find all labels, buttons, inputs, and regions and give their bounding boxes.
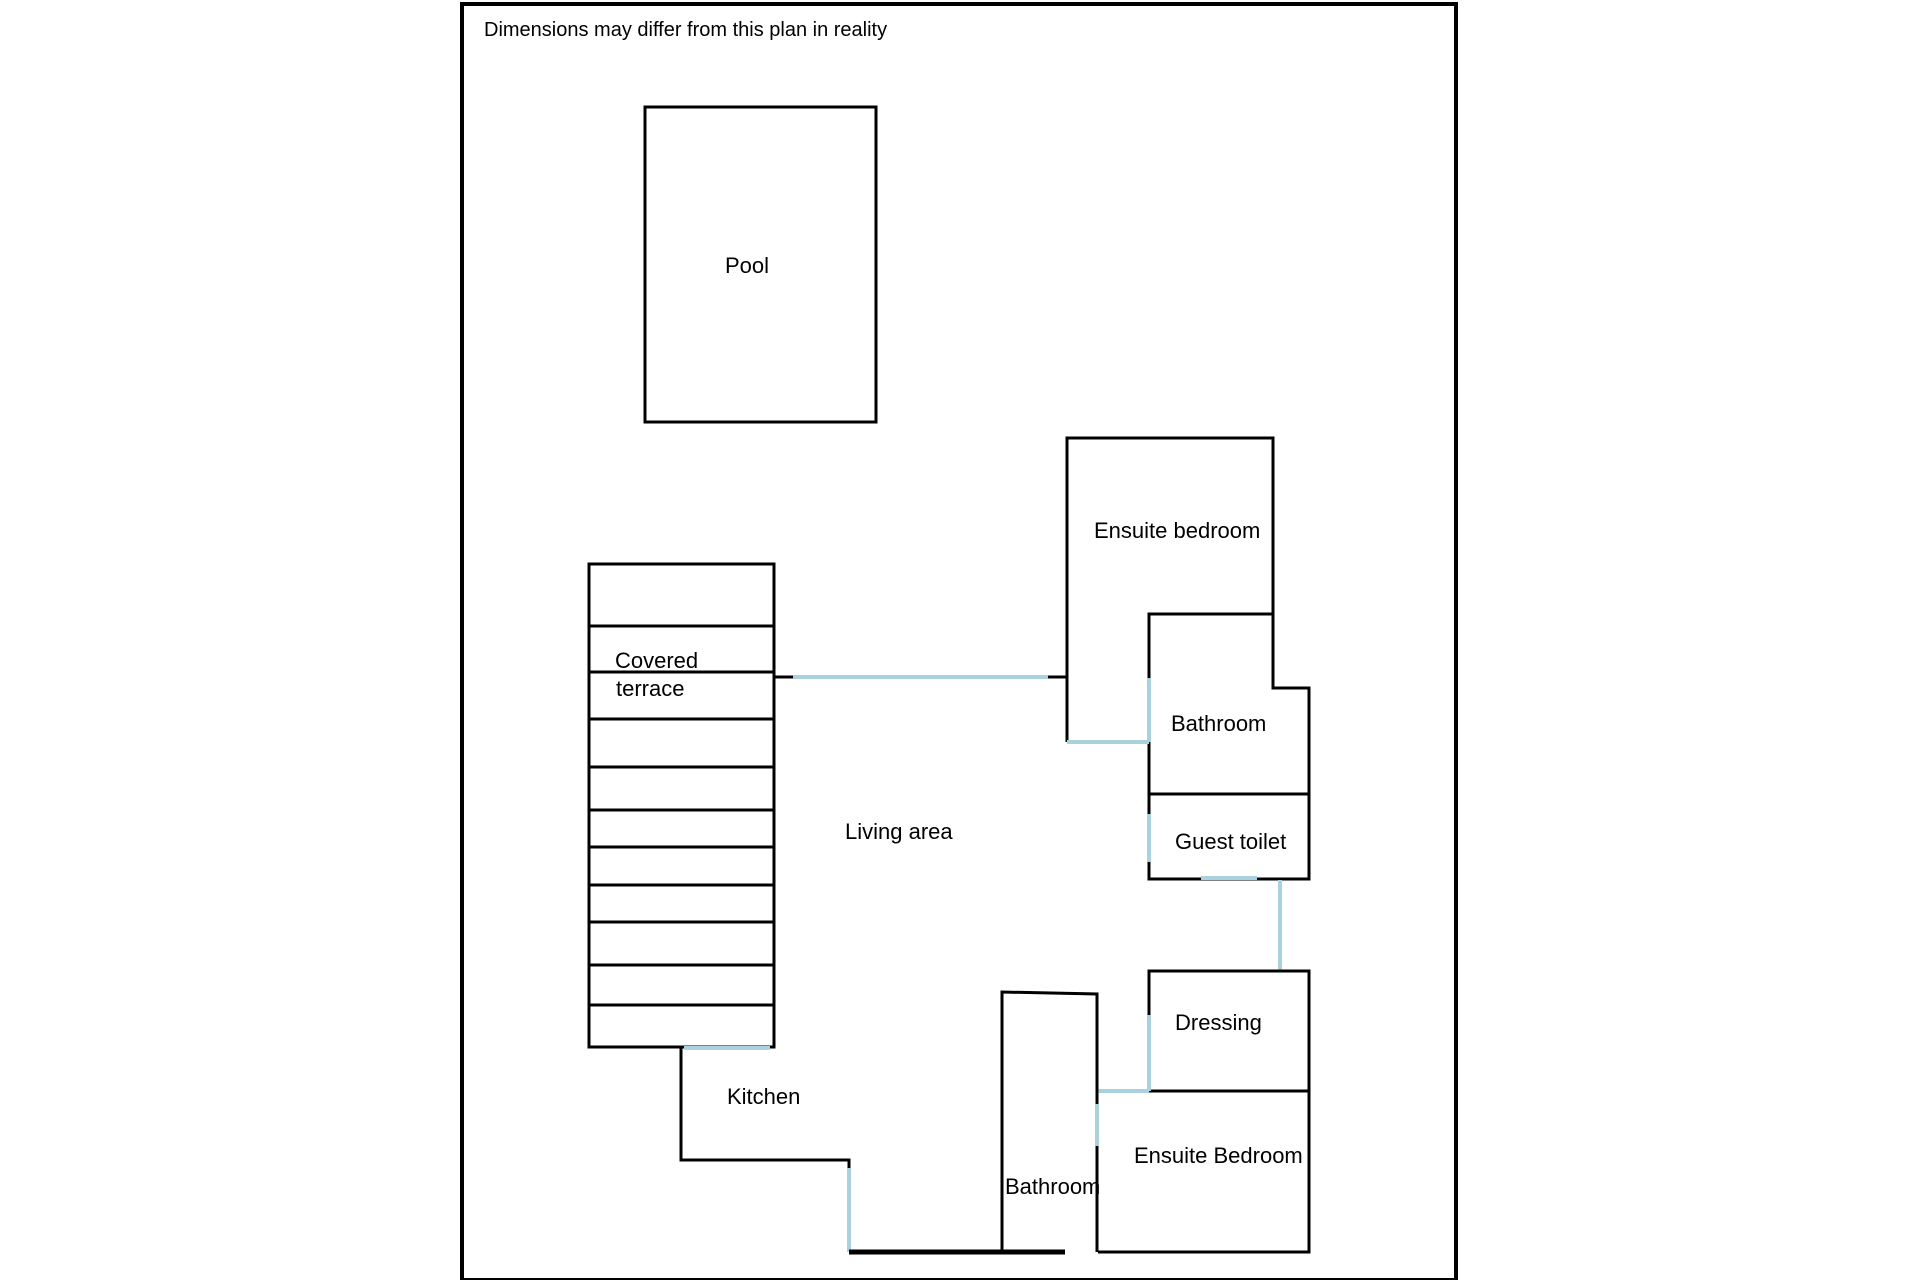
kitchen-walls — [679, 1047, 851, 1168]
bathroom-upper-label: Bathroom — [1171, 711, 1266, 736]
ensuite-bedroom-top-label: Ensuite bedroom — [1094, 518, 1260, 543]
ensuite-bedroom-bottom-label: Ensuite Bedroom — [1134, 1143, 1303, 1168]
living-area-label: Living area — [845, 819, 953, 844]
ensuite-bedroom-bottom — [1098, 969, 1311, 1254]
covered-terrace-label-line1: Covered — [615, 648, 698, 673]
dressing-label: Dressing — [1175, 1010, 1262, 1035]
covered-terrace — [587, 562, 776, 1049]
bathroom-lower-label: Bathroom — [1005, 1174, 1100, 1199]
bathroom-lower — [1000, 990, 1099, 1252]
guest-toilet-label: Guest toilet — [1175, 829, 1286, 854]
covered-terrace-label-line2: terrace — [616, 676, 684, 701]
pool — [643, 105, 878, 424]
plan-note: Dimensions may differ from this plan in … — [484, 19, 887, 41]
pool-label: Pool — [725, 253, 769, 278]
page-frame — [460, 2, 1458, 1280]
kitchen-label: Kitchen — [727, 1084, 800, 1109]
ensuite-bedroom-top — [1065, 436, 1311, 881]
